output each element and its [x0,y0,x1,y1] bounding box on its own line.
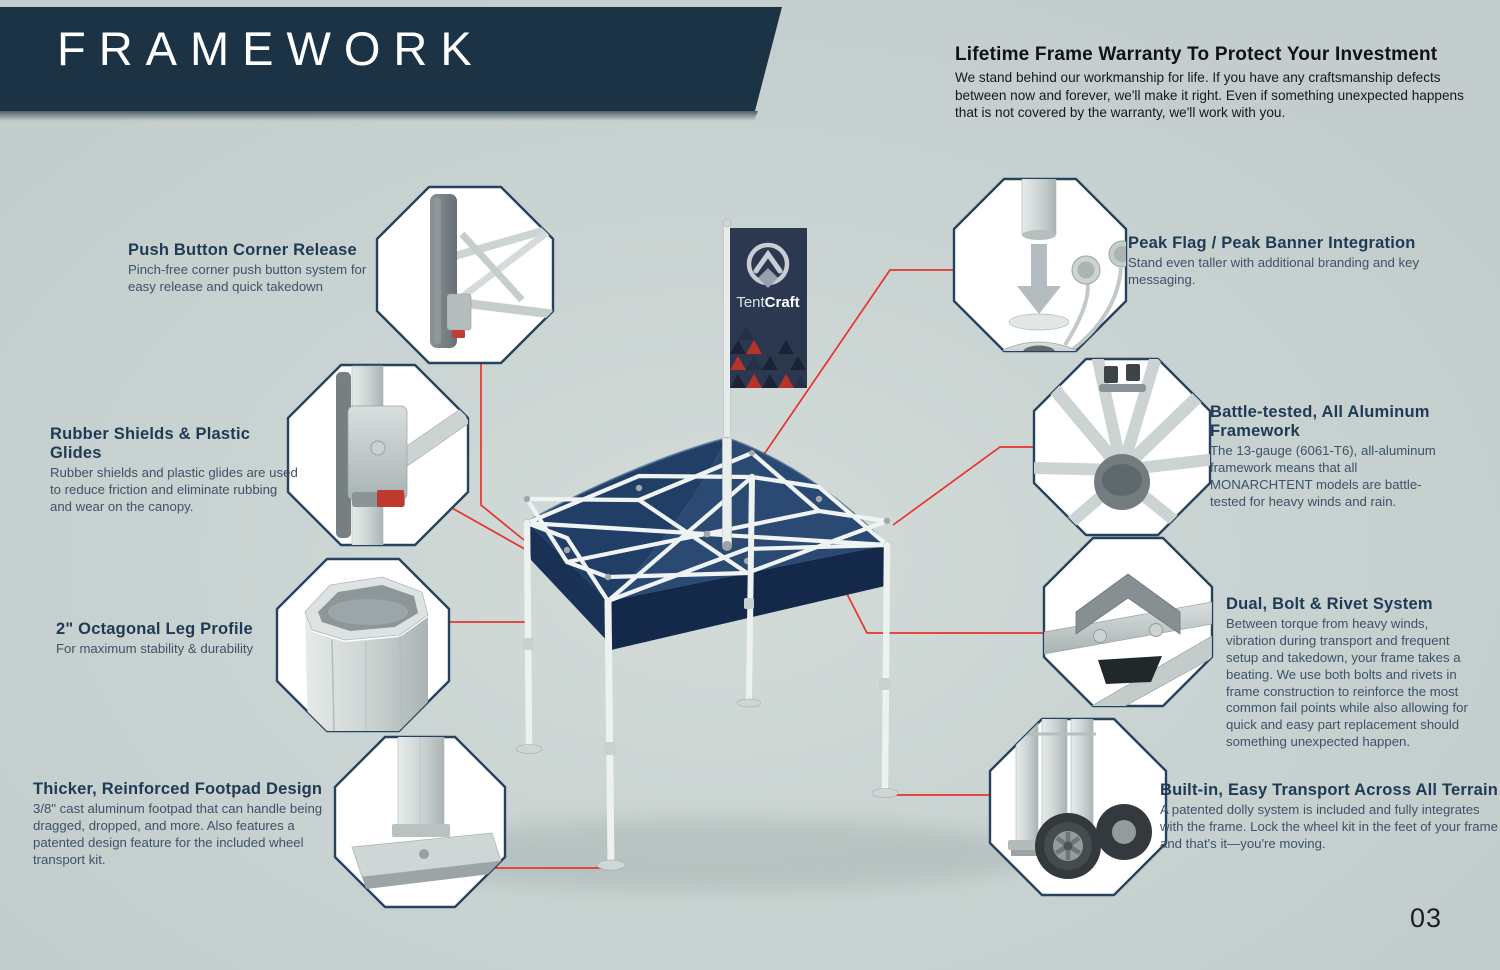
down-arrow-icon [1031,244,1047,288]
page-title: FRAMEWORK [57,22,485,75]
pole-finial [722,218,732,228]
wheel-kit-detail [1008,719,1152,879]
octagon-callouts [275,177,1214,909]
flag-pole [723,223,731,441]
feature-battle-tested: Battle-tested, All Aluminum Framework Th… [1210,403,1442,511]
peak-flag-mount-detail [978,179,1126,351]
title-banner: FRAMEWORK [0,7,782,111]
tentcraft-flag: TentCraft [730,228,807,388]
feature-transport: Built-in, Easy Transport Across All Terr… [1160,781,1500,853]
warranty-body: We stand behind our workmanship for life… [955,70,1464,121]
feature-body: Between torque from heavy winds, vibrati… [1226,616,1468,750]
corner-release-photo [375,185,555,365]
feature-body: 3/8" cast aluminum footpad that can hand… [33,801,323,867]
feature-body: Stand even taller with additional brandi… [1128,255,1420,287]
rubber-shield-detail [336,365,468,545]
warranty-title: Lifetime Frame Warranty To Protect Your … [955,44,1438,65]
feature-body: The 13-gauge (6061-T6), all-aluminum fra… [1210,443,1436,509]
feature-footpad: Thicker, Reinforced Footpad Design 3/8" … [33,780,333,869]
feature-title: 2" Octagonal Leg Profile [56,620,253,638]
feature-push-button: Push Button Corner Release Pinch-free co… [128,241,370,296]
feature-body: For maximum stability & durability [56,641,254,656]
peak-hub [722,541,732,551]
tent-illustration-group: TentCraft [515,218,899,871]
canopy-valance-left [527,522,611,645]
page-number: 03 [1410,903,1443,933]
corner-release-detail [430,194,553,348]
feature-title: Rubber Shields & Plastic Glides [50,425,251,462]
flag-triangle-pattern [730,326,807,388]
leg-feet [515,698,899,871]
feature-title: Thicker, Reinforced Footpad Design [33,780,323,798]
feature-title: Built-in, Easy Transport Across All Terr… [1160,781,1499,799]
bolt-rivet-corner-detail [1044,573,1212,706]
aluminum-hub-detail [1034,359,1210,535]
tent-shadow [395,819,1035,891]
feature-body: Rubber shields and plastic glides are us… [50,465,298,514]
flag-brand-text: TentCraft [736,294,799,311]
scissor-truss [524,450,890,604]
feature-title: Battle-tested, All Aluminum Framework [1210,403,1430,440]
feature-title: Push Button Corner Release [128,241,357,259]
feature-body: A patented dolly system is included and … [1160,802,1498,851]
feature-octagonal-leg: 2" Octagonal Leg Profile For maximum sta… [56,620,316,658]
leg-collars [523,598,890,755]
feature-title: Peak Flag / Peak Banner Integration [1128,234,1416,252]
tent-legs [523,474,891,866]
warranty-block: Lifetime Frame Warranty To Protect Your … [955,44,1470,122]
peak-pole [722,437,732,547]
feature-body: Pinch-free corner push button system for… [128,262,367,294]
tentcraft-logo-icon [746,242,790,288]
feature-rubber-shields: Rubber Shields & Plastic Glides Rubber s… [50,425,298,516]
reinforced-footpad-detail [351,737,502,889]
feature-peak-flag: Peak Flag / Peak Banner Integration Stan… [1128,234,1460,289]
octagonal-leg-detail [304,576,429,731]
feature-title: Dual, Bolt & Rivet System [1226,595,1433,613]
banner-shadow [0,111,758,121]
feature-dual-bolt: Dual, Bolt & Rivet System Between torque… [1226,595,1478,751]
